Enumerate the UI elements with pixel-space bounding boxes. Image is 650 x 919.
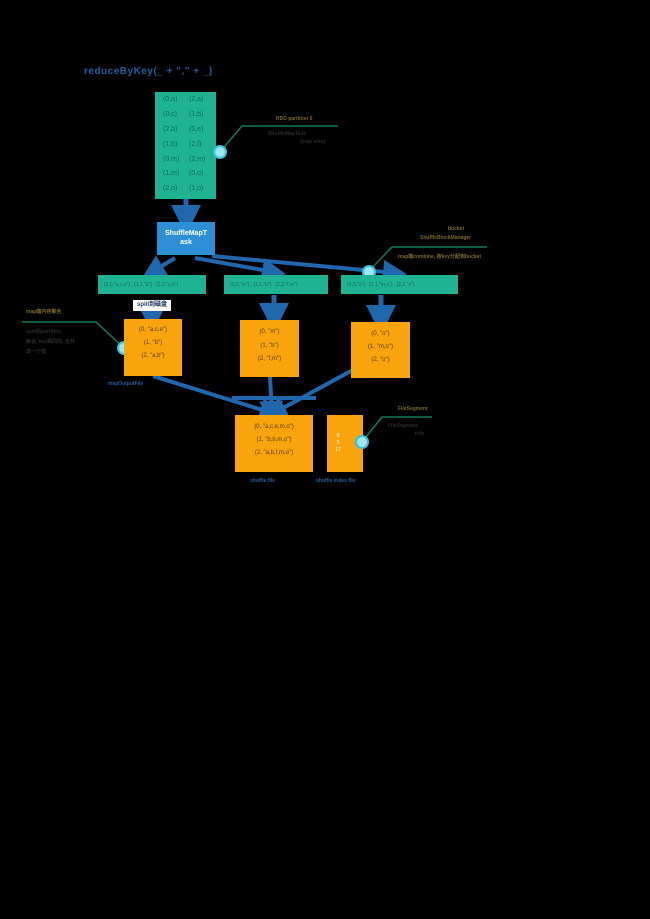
note-dot-bottom — [357, 437, 367, 447]
spill-box-1-row: (0, "a,c,e") — [139, 327, 167, 333]
bucket-3: (0,0,"o") (1,1,"m,o") (2,2,"o") — [341, 275, 458, 294]
note-left-line1: spill后partition — [26, 329, 62, 335]
partition-pair: (1,b) — [189, 111, 204, 118]
note-line-left — [22, 321, 125, 349]
partition-pair: (1,b) — [163, 141, 178, 148]
note-bottom-line2: FileSegment — [388, 423, 418, 429]
spill-box-1: (0, "a,c,e") (1, "b") (2, "a,b") — [124, 319, 182, 376]
arrow-spill1-merge — [152, 374, 284, 421]
partition-pair: (2,b) — [163, 126, 178, 133]
merged-row: (1, "b,b,m,o") — [256, 437, 292, 443]
spill-box-3-row: (1, "m,o") — [368, 344, 393, 350]
note-left-line3: 成一个值 — [26, 349, 47, 355]
partition-pair: (2,m) — [189, 156, 206, 163]
shuffle-file-label: shuffle file — [250, 478, 276, 484]
bucket-3-item: (0,0,"o") — [347, 281, 366, 288]
spill-box-2-row: (0, "m") — [259, 329, 280, 335]
bucket-3-item: (2,2,"o") — [396, 281, 415, 288]
note-left-olive: map端内存聚合 — [26, 309, 62, 315]
spill-tag: spill到磁盘 — [133, 300, 171, 311]
note-mid-line3: map端combine, 按key分配到bucket — [398, 254, 482, 260]
shuffle-index-file-label: shuffle index file — [316, 478, 356, 484]
note-dot-mid — [364, 267, 374, 277]
spill-box-3: (0, "o") (1, "m,o") (2, "o") — [351, 322, 410, 378]
task-label: ShuffleMapTask — [165, 230, 207, 246]
map-output-file-label: mapOutputFile — [108, 381, 144, 387]
bucket-1-item: (0,0,"a,c,e") — [104, 281, 131, 288]
partition-pair: (1,o) — [189, 185, 204, 192]
note-left-line2: 聚合, key相同的, 合并 — [26, 339, 75, 345]
partition-pair: (0,a) — [163, 96, 178, 103]
spill-box-2-row: (2, "f,m") — [257, 356, 282, 362]
rdd-partition-box: (0,a) (2,a) (0,c) (1,b) (2,b) (0,e) (1,b) (2,f)… — [155, 92, 216, 199]
partition-pair: (0,m) — [163, 156, 180, 163]
merged-shuffle-file: (0, "a,c,e,m,o") (1, "b,b,m,o") (2, "a,b… — [235, 415, 313, 472]
spill-box-2: (0, "m") (1, "b") (2, "f,m") — [240, 320, 299, 377]
spill-box-1-row: (2, "a,b") — [141, 353, 165, 359]
partition-pair: (2,f) — [189, 141, 202, 148]
partition-pair: (2,a) — [189, 96, 204, 103]
arrow-task-to-bucket-2 — [194, 256, 286, 282]
note-bottom-line3: info — [415, 431, 425, 437]
merged-row: (2, "a,b,f,m,o") — [254, 450, 294, 456]
bucket-3-item: (1,1,"m,o") — [369, 281, 393, 288]
partition-pair: (0,e) — [189, 126, 204, 133]
diagram-title: reduceByKey(_ + "," + _) — [84, 66, 213, 77]
index-value: 17 — [335, 447, 341, 453]
partition-pair: (2,o) — [163, 185, 178, 192]
bucket-2-item: (1,1,"b") — [253, 281, 272, 288]
bucket-1: (0,0,"a,c,e") (1,1,"b") (2,2,"a,b") — [98, 275, 206, 294]
note-dot-top — [215, 147, 225, 157]
spill-box-3-row: (2, "o") — [371, 357, 390, 363]
index-value: 9 — [336, 440, 340, 446]
note-mid-line1: bucket — [448, 226, 465, 232]
note-line-mid — [368, 246, 487, 272]
bucket-2-item: (2,2,"f,m") — [275, 281, 298, 288]
shuffle-map-task: ShuffleMapTask — [157, 222, 215, 255]
merged-row: (0, "a,c,e,m,o") — [254, 424, 294, 430]
spill-box-2-row: (1, "b") — [260, 343, 279, 349]
spill-box-1-row: (1, "b") — [143, 340, 163, 346]
arrow-task-to-bucket-1 — [141, 255, 177, 279]
note-line-top — [219, 125, 338, 153]
partition-pair: (0,o) — [189, 170, 204, 177]
partition-pair: (1,m) — [163, 170, 180, 177]
note-top-line2: ShuffleMapTask — [268, 131, 306, 137]
arrow-spill2-merge — [259, 376, 284, 425]
note-mid-line2: ShuffleBlockManager — [420, 235, 472, 241]
bucket-1-item: (1,1,"b") — [134, 281, 153, 288]
note-line-bottom — [361, 416, 432, 443]
note-top-line1: RDD partition 0 — [276, 116, 313, 122]
partition-pair: (0,c) — [163, 111, 177, 118]
arrow-spill3-merge — [263, 364, 361, 419]
bucket-2: (0,0,"m") (1,1,"b") (2,2,"f,m") — [224, 275, 328, 294]
bucket-1-item: (2,2,"a,b") — [156, 281, 179, 288]
note-top-line3: (map side) — [300, 139, 326, 145]
note-bottom-line1: FileSegment — [398, 406, 428, 412]
index-value: 0 — [336, 433, 340, 439]
spill-box-3-row: (0, "o") — [371, 331, 390, 337]
bucket-2-item: (0,0,"m") — [230, 281, 250, 288]
